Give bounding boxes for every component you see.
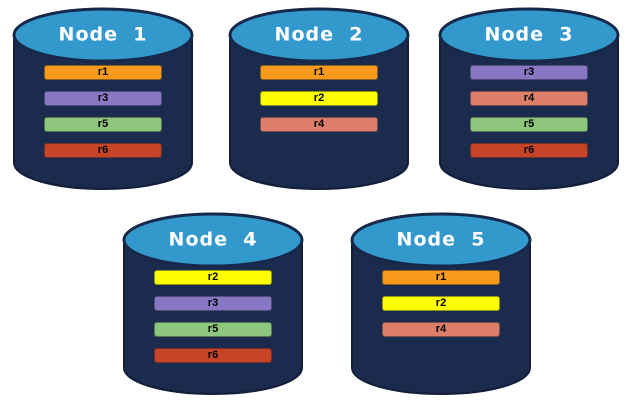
node-label: Node 2 xyxy=(274,23,364,46)
replica-bar-r6: r6 xyxy=(44,143,162,158)
replica-list: r1 r2 r4 xyxy=(346,210,536,400)
node-label: Node 1 xyxy=(58,23,148,46)
replica-bar-r5: r5 xyxy=(154,322,272,337)
node-label: Node 3 xyxy=(484,23,574,46)
replica-list: r1 r2 r4 xyxy=(224,5,414,195)
replica-bar-r1: r1 xyxy=(260,65,378,80)
cylinder-top xyxy=(350,212,532,268)
node-1: Node 1 r1 r3 r5 r6 xyxy=(8,5,198,195)
node-5: Node 5 r1 r2 r4 xyxy=(346,210,536,400)
node-4: Node 4 r2 r3 r5 r6 xyxy=(118,210,308,400)
replica-bar-r2: r2 xyxy=(260,91,378,106)
replica-bar-r5: r5 xyxy=(470,117,588,132)
replica-bar-r6: r6 xyxy=(154,348,272,363)
cylinder-top xyxy=(438,7,620,63)
cylinder-top xyxy=(12,7,194,63)
replica-bar-r2: r2 xyxy=(154,270,272,285)
node-2: Node 2 r1 r2 r4 xyxy=(224,5,414,195)
node-3: Node 3 r3 r4 r5 r6 xyxy=(434,5,624,195)
node-label: Node 4 xyxy=(168,228,258,251)
replica-bar-r6: r6 xyxy=(470,143,588,158)
replica-bar-r4: r4 xyxy=(470,91,588,106)
replica-bar-r1: r1 xyxy=(44,65,162,80)
cylinder-top xyxy=(228,7,410,63)
replica-list: r3 r4 r5 r6 xyxy=(434,5,624,195)
cylinder-top xyxy=(122,212,304,268)
replica-list: r1 r3 r5 r6 xyxy=(8,5,198,195)
replica-bar-r3: r3 xyxy=(470,65,588,80)
replica-list: r2 r3 r5 r6 xyxy=(118,210,308,400)
replica-bar-r3: r3 xyxy=(154,296,272,311)
node-label: Node 5 xyxy=(396,228,486,251)
replica-bar-r2: r2 xyxy=(382,296,500,311)
replica-bar-r3: r3 xyxy=(44,91,162,106)
replica-bar-r4: r4 xyxy=(260,117,378,132)
replica-bar-r5: r5 xyxy=(44,117,162,132)
replica-bar-r1: r1 xyxy=(382,270,500,285)
replica-bar-r4: r4 xyxy=(382,322,500,337)
